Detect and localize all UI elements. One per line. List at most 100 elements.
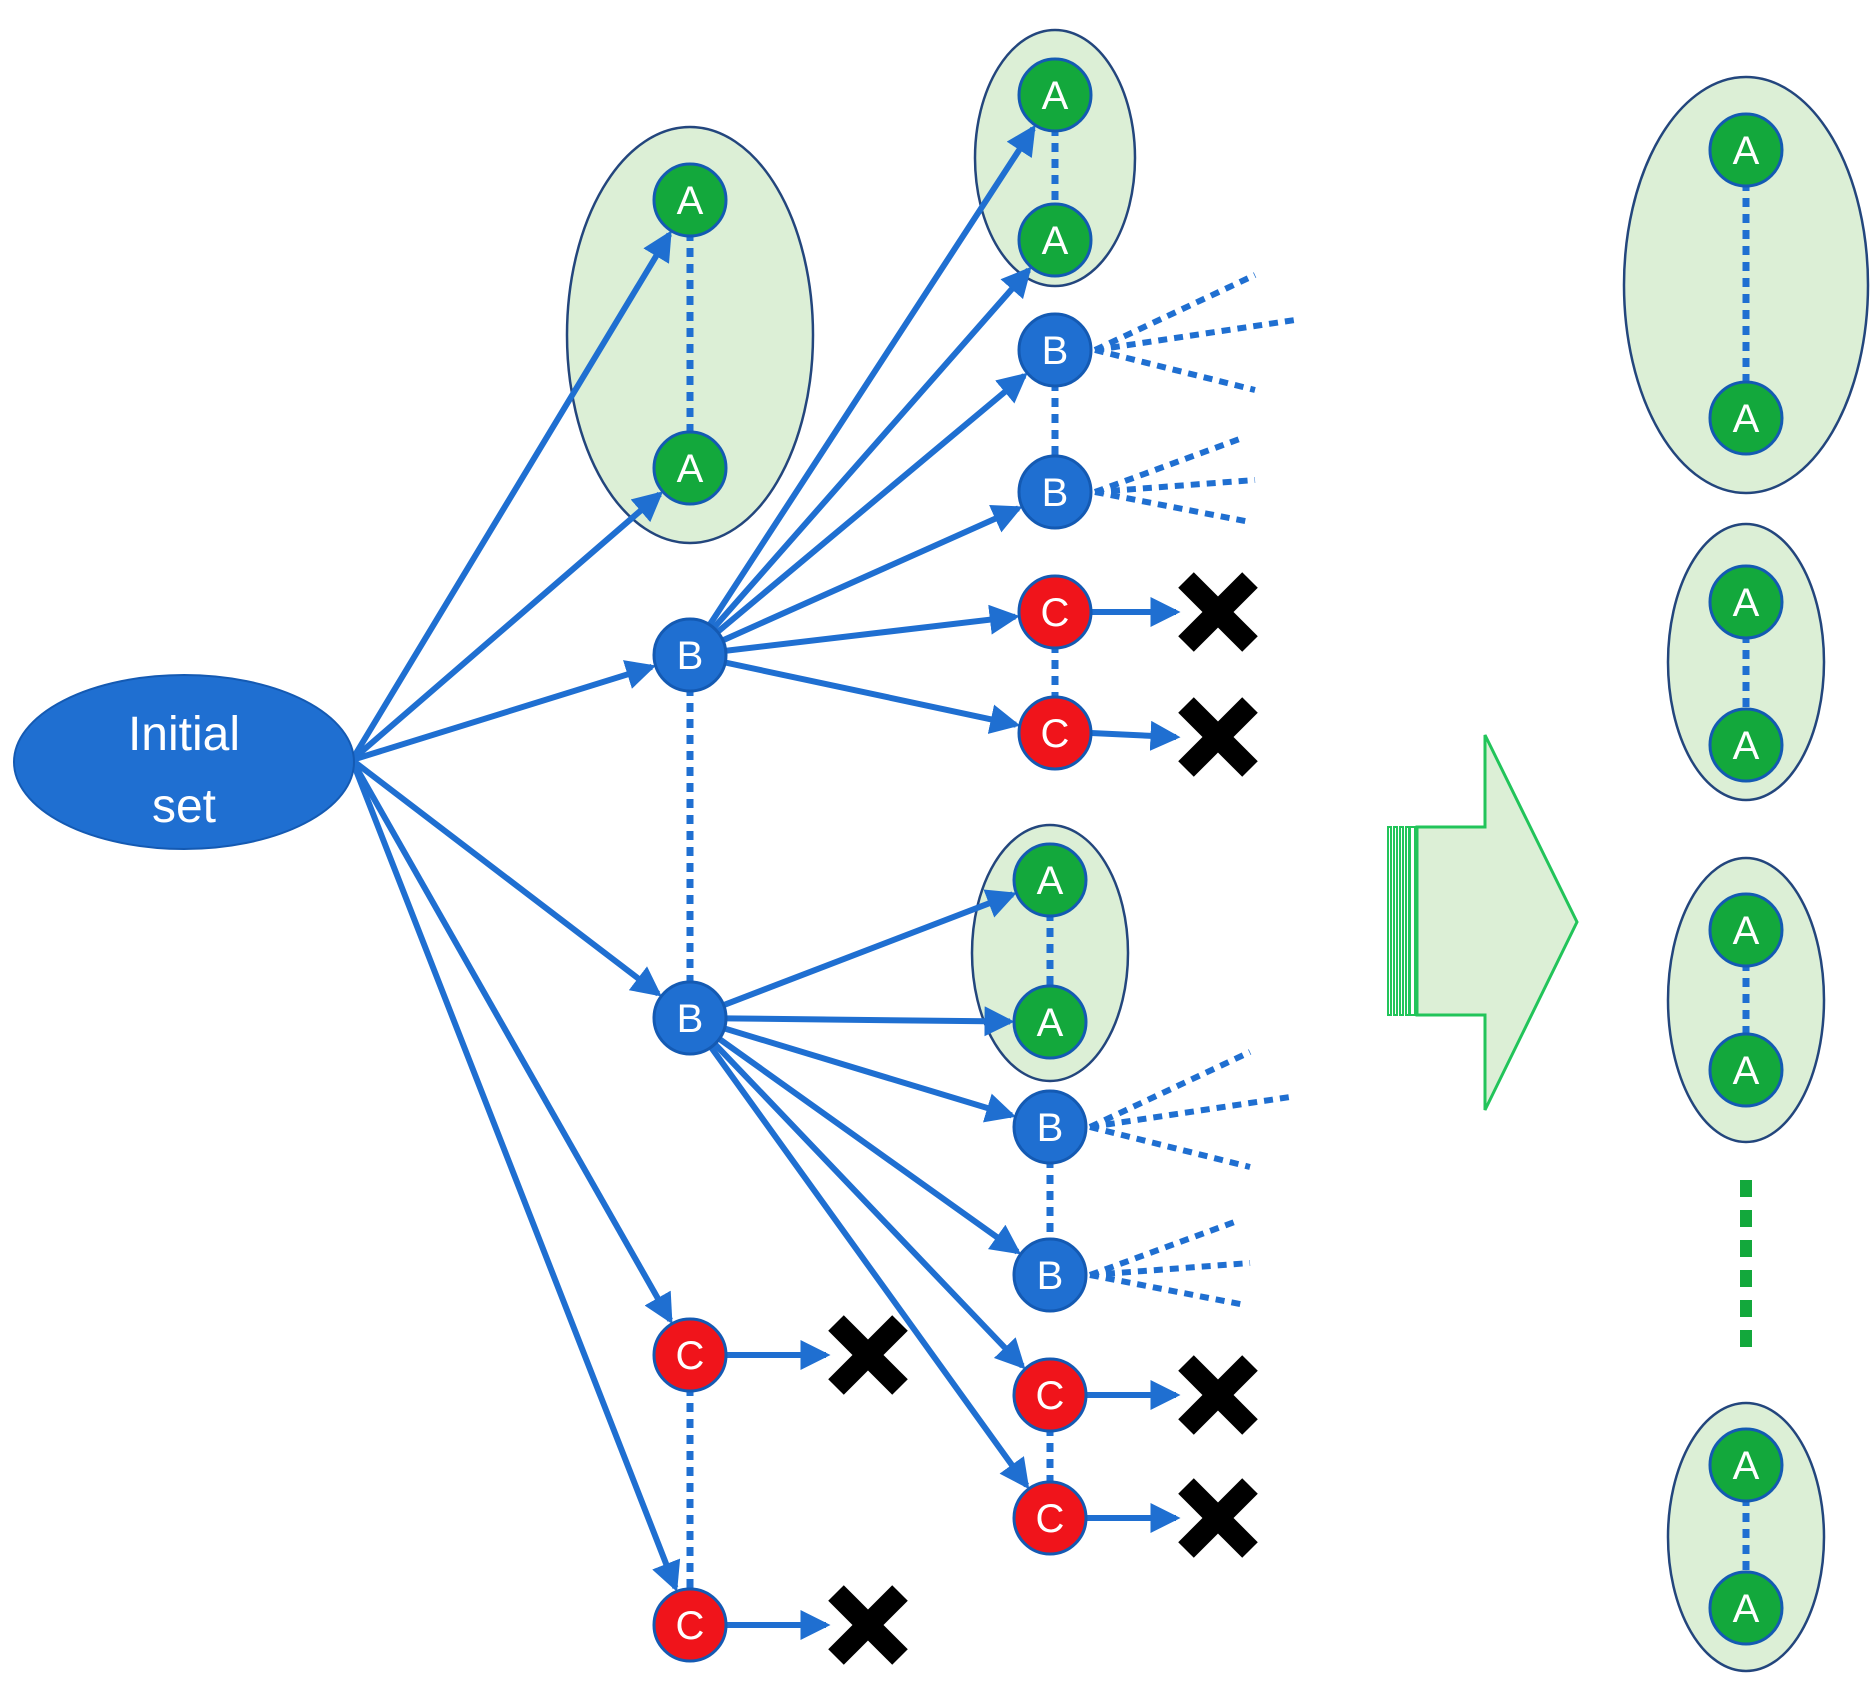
node-label: A <box>1733 1049 1760 1093</box>
x-mark-stroke <box>1178 697 1258 777</box>
node-a: A <box>1012 842 1088 918</box>
node-c: C <box>652 1317 728 1393</box>
arrow-branch <box>687 1016 1030 1490</box>
node-circle <box>1708 1427 1784 1503</box>
node-a: A <box>652 162 728 238</box>
node-circle <box>1708 707 1784 783</box>
node-label: A <box>1042 219 1069 263</box>
node-label: B <box>677 997 704 1041</box>
node-circle <box>1708 1032 1784 1108</box>
node-label: A <box>1733 1587 1760 1631</box>
node-label: B <box>1037 1106 1064 1150</box>
node-circle <box>1708 564 1784 640</box>
node-label: C <box>676 1334 705 1378</box>
root-label-line2: set <box>152 780 216 833</box>
node-b: B <box>1012 1237 1088 1313</box>
node-a: A <box>1708 1570 1784 1646</box>
node-circle <box>652 1587 728 1663</box>
node-label: A <box>1733 909 1760 953</box>
node-b: B <box>652 617 728 693</box>
node-a: A <box>1017 202 1093 278</box>
node-a: A <box>1708 380 1784 456</box>
arrow-branch <box>689 1006 1015 1037</box>
node-label: A <box>1042 74 1069 118</box>
arrow-branch <box>688 1015 1022 1255</box>
node-label: C <box>1036 1497 1065 1541</box>
node-label: A <box>1733 129 1760 173</box>
dashed-continuation <box>1089 1094 1291 1130</box>
x-mark-icon <box>828 1315 908 1395</box>
node-c: C <box>1017 695 1093 771</box>
node-b: B <box>1017 312 1093 388</box>
node-a: A <box>1708 112 1784 188</box>
x-mark-icon <box>1178 1478 1258 1558</box>
dashed-continuation <box>1093 434 1247 495</box>
dashed-continuation <box>1093 272 1257 353</box>
node-circle <box>1017 454 1093 530</box>
arrow-root <box>350 491 664 763</box>
node-circle <box>652 430 728 506</box>
dashed-continuation <box>1089 1272 1246 1308</box>
arrow-root <box>351 660 657 763</box>
arrow-root <box>349 758 681 1592</box>
arrow-branch <box>688 889 1017 1021</box>
arrow-branch <box>687 124 1036 657</box>
x-mark-stroke <box>1178 1355 1258 1435</box>
dashed-continuation <box>1088 1217 1242 1278</box>
node-circle <box>1012 984 1088 1060</box>
node-c: C <box>652 1587 728 1663</box>
x-mark-stroke <box>828 1585 908 1665</box>
group-ellipse <box>1666 522 1826 802</box>
result-arrow-stripe <box>1409 826 1416 1016</box>
node-circle <box>1017 574 1093 650</box>
arrow-root <box>349 758 673 1325</box>
result-arrow-stripe <box>1399 826 1404 1016</box>
node-circle <box>652 980 728 1056</box>
arrow-branch <box>687 1015 1026 1370</box>
node-label: B <box>677 634 704 678</box>
dashed-continuation <box>1088 1049 1252 1130</box>
x-mark-icon <box>1178 572 1258 652</box>
node-label: B <box>1042 329 1069 373</box>
node-circle <box>1012 1089 1088 1165</box>
group-ellipse <box>973 28 1137 288</box>
node-label: C <box>1041 591 1070 635</box>
result-arrow-body <box>1415 734 1579 1111</box>
node-a: A <box>1708 1427 1784 1503</box>
arrow-root <box>350 757 662 997</box>
node-c: C <box>1012 1480 1088 1556</box>
x-mark-icon <box>1178 697 1258 777</box>
node-label: B <box>1037 1254 1064 1298</box>
node-label: C <box>1041 712 1070 756</box>
edge-layer <box>349 124 1181 1640</box>
node-circle <box>652 162 728 238</box>
arrow-branch <box>688 372 1028 658</box>
dashed-continuation <box>1089 1124 1251 1170</box>
node-a: A <box>1708 1032 1784 1108</box>
arrow-to-terminate <box>1090 720 1181 751</box>
dashed-continuation <box>1094 347 1256 393</box>
result-arrow-stripe <box>1405 826 1410 1016</box>
root-label-line1: Initial <box>128 708 240 761</box>
result-arrow-stripe <box>1393 826 1398 1016</box>
node-b: B <box>1012 1089 1088 1165</box>
x-mark-stroke <box>1178 572 1258 652</box>
node-label: C <box>1036 1374 1065 1418</box>
node-label: A <box>1733 581 1760 625</box>
node-circle <box>1017 57 1093 133</box>
hollow-right-arrow-icon <box>1387 734 1579 1111</box>
arrow-root <box>349 230 672 762</box>
dashed-continuation <box>1094 317 1296 353</box>
node-circle <box>1012 1237 1088 1313</box>
dashed-continuation <box>1094 489 1251 525</box>
node-circle <box>1012 842 1088 918</box>
node-c: C <box>1012 1357 1088 1433</box>
x-mark-icon <box>1178 1355 1258 1435</box>
x-mark-stroke <box>1178 1478 1258 1558</box>
node-label: A <box>1037 859 1064 903</box>
node-label: B <box>1042 471 1069 515</box>
node-c: C <box>1017 574 1093 650</box>
node-label: A <box>1733 397 1760 441</box>
node-label: C <box>676 1604 705 1648</box>
node-circle <box>1708 892 1784 968</box>
